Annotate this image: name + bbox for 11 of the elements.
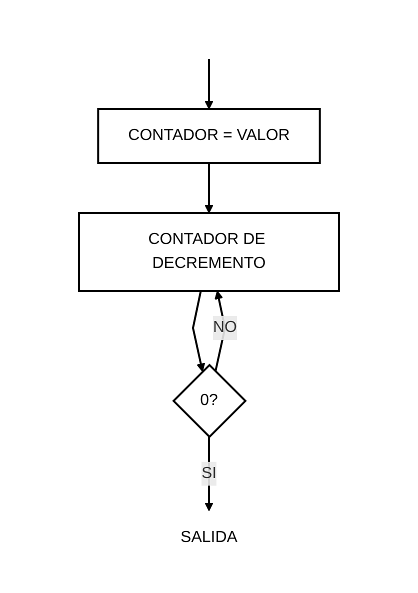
edge-label: NO <box>213 318 237 336</box>
arrow <box>204 436 214 511</box>
node-diamond: 0? <box>172 363 247 438</box>
node-box: CONTADOR = VALOR <box>97 108 321 164</box>
node-text: SALIDA <box>180 528 238 546</box>
arrow <box>204 162 214 213</box>
arrow <box>214 290 226 372</box>
edge-label: SI <box>201 464 217 482</box>
node-box: CONTADOR DE DECREMENTO <box>78 212 340 292</box>
arrow <box>204 58 214 109</box>
arrow <box>192 290 206 372</box>
